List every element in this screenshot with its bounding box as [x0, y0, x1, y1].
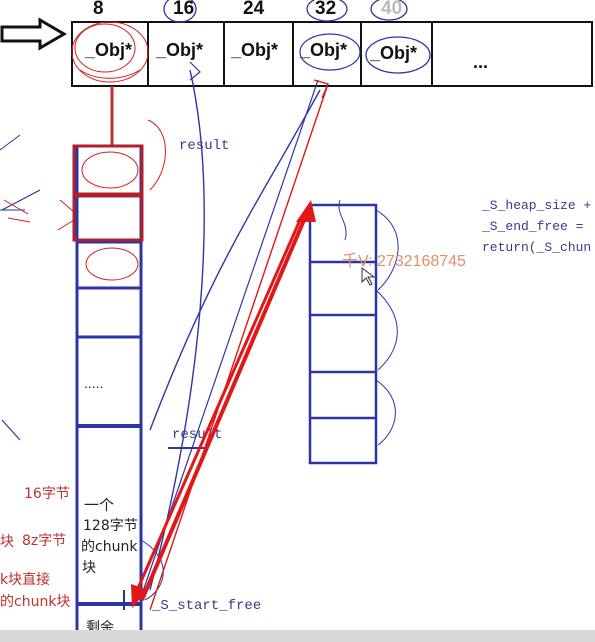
- ellipsis-dots: .....: [84, 375, 103, 391]
- result-label: result: [179, 138, 229, 154]
- note-direct: k块直接: [0, 571, 50, 588]
- entry-arrow-icon: [0, 17, 67, 51]
- size-label-8: 8: [93, 0, 104, 19]
- size-label-32: 32: [315, 0, 336, 19]
- free-list-cell-40: _Obj*: [369, 43, 417, 63]
- code-line-3: return(_S_chun: [482, 240, 591, 255]
- watermark: 千V: 2732168745: [342, 252, 466, 270]
- arrow-head-down-icon: [131, 584, 148, 608]
- free-list-cell-16: _Obj*: [155, 40, 203, 60]
- left-chunk-column: result ..... result 一个 128字节 的chunk 块 剩余: [57, 86, 229, 636]
- cursor-icon: [361, 267, 376, 286]
- right-chunk-column: [308, 199, 399, 465]
- left-margin-notes: 16字节 块 8z字节 k块直接 的chunk块: [0, 134, 70, 610]
- bottom-bar: [0, 630, 595, 642]
- free-list-ellipsis: ...: [473, 52, 488, 72]
- note-kuai: 块: [0, 534, 14, 550]
- free-list-cell-24: _Obj*: [230, 40, 278, 60]
- code-line-2: _S_end_free =: [481, 219, 584, 234]
- start-free-label: _S_start_free: [151, 598, 261, 614]
- arrow-head-up-icon: [296, 200, 316, 222]
- size-label-40: 40: [381, 0, 402, 19]
- code-line-1: _S_heap_size +: [481, 198, 591, 213]
- code-snippet: _S_heap_size + _S_end_free = return(_S_c…: [481, 198, 591, 255]
- free-list-array: 8 16 24 32 40 _Obj* _Obj* _Obj* _Obj* _O…: [0, 0, 593, 87]
- size-label-24: 24: [243, 0, 265, 19]
- chunk-text-line-1: 一个: [84, 496, 114, 514]
- size-label-16: 16: [173, 0, 194, 19]
- free-list-cell-32: _Obj*: [299, 40, 347, 60]
- note-chunk-block: 的chunk块: [0, 594, 70, 610]
- note-16-bytes: 16字节: [24, 486, 70, 502]
- chunk-text-line-3: 的chunk: [81, 539, 138, 555]
- arrows: [131, 69, 329, 611]
- free-list-cell-8: _Obj*: [84, 40, 132, 60]
- chunk-text-line-4: 块: [82, 560, 96, 576]
- chunk-text-line-2: 128字节: [83, 518, 138, 534]
- note-8-bytes: 8z字节: [22, 533, 66, 549]
